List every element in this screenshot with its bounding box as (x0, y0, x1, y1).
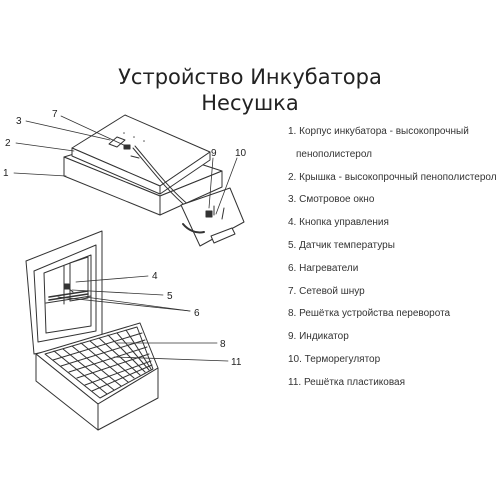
leader-lines (13, 115, 238, 362)
callout-10: 10 (235, 148, 247, 159)
legend-item-6: 6. Нагреватели (288, 262, 359, 274)
turning-grid (44, 326, 154, 399)
open-incubator-lid (25, 230, 103, 355)
callout-2: 2 (5, 138, 11, 149)
callout-3: 3 (16, 116, 22, 127)
callout-11: 11 (231, 357, 242, 368)
diagram-title: Устройство Инкубатора (118, 65, 382, 89)
legend-item-11: 11. Решётка пластиковая (288, 376, 406, 388)
parts-legend: 1. Корпус инкубатора - высокопрочный пен… (288, 125, 497, 399)
legend-item-10: 10. Терморегулятор (288, 353, 381, 365)
legend-item-3: 3. Смотровое окно (288, 194, 375, 206)
legend-item-2: 2. Крышка - высокопрочный пенополистерол (288, 171, 497, 183)
legend-item-7: 7. Сетевой шнур (288, 285, 365, 297)
control-panel-zoom (180, 187, 245, 247)
lid-dots (123, 132, 145, 142)
callout-5: 5 (167, 291, 173, 302)
callout-8: 8 (220, 339, 226, 350)
callout-4: 4 (152, 271, 158, 282)
legend-item-1-continued: пенополистерол (296, 148, 373, 160)
callout-6: 6 (194, 308, 200, 319)
heaters-and-sensor (48, 283, 89, 301)
legend-item-8: 8. Решётка устройства переворота (288, 308, 451, 320)
legend-item-5: 5. Датчик температуры (288, 239, 395, 251)
closed-incubator-lid (71, 114, 211, 195)
legend-item-1: 1. Корпус инкубатора - высокопрочный (288, 126, 469, 137)
power-cord (132, 145, 191, 209)
legend-item-9: 9. Индикатор (288, 331, 349, 343)
callout-7: 7 (52, 109, 58, 120)
legend-item-4: 4. Кнопка управления (288, 217, 389, 229)
callout-9: 9 (211, 148, 217, 159)
callout-1: 1 (3, 168, 9, 179)
diagram-subtitle: Несушка (201, 91, 299, 115)
